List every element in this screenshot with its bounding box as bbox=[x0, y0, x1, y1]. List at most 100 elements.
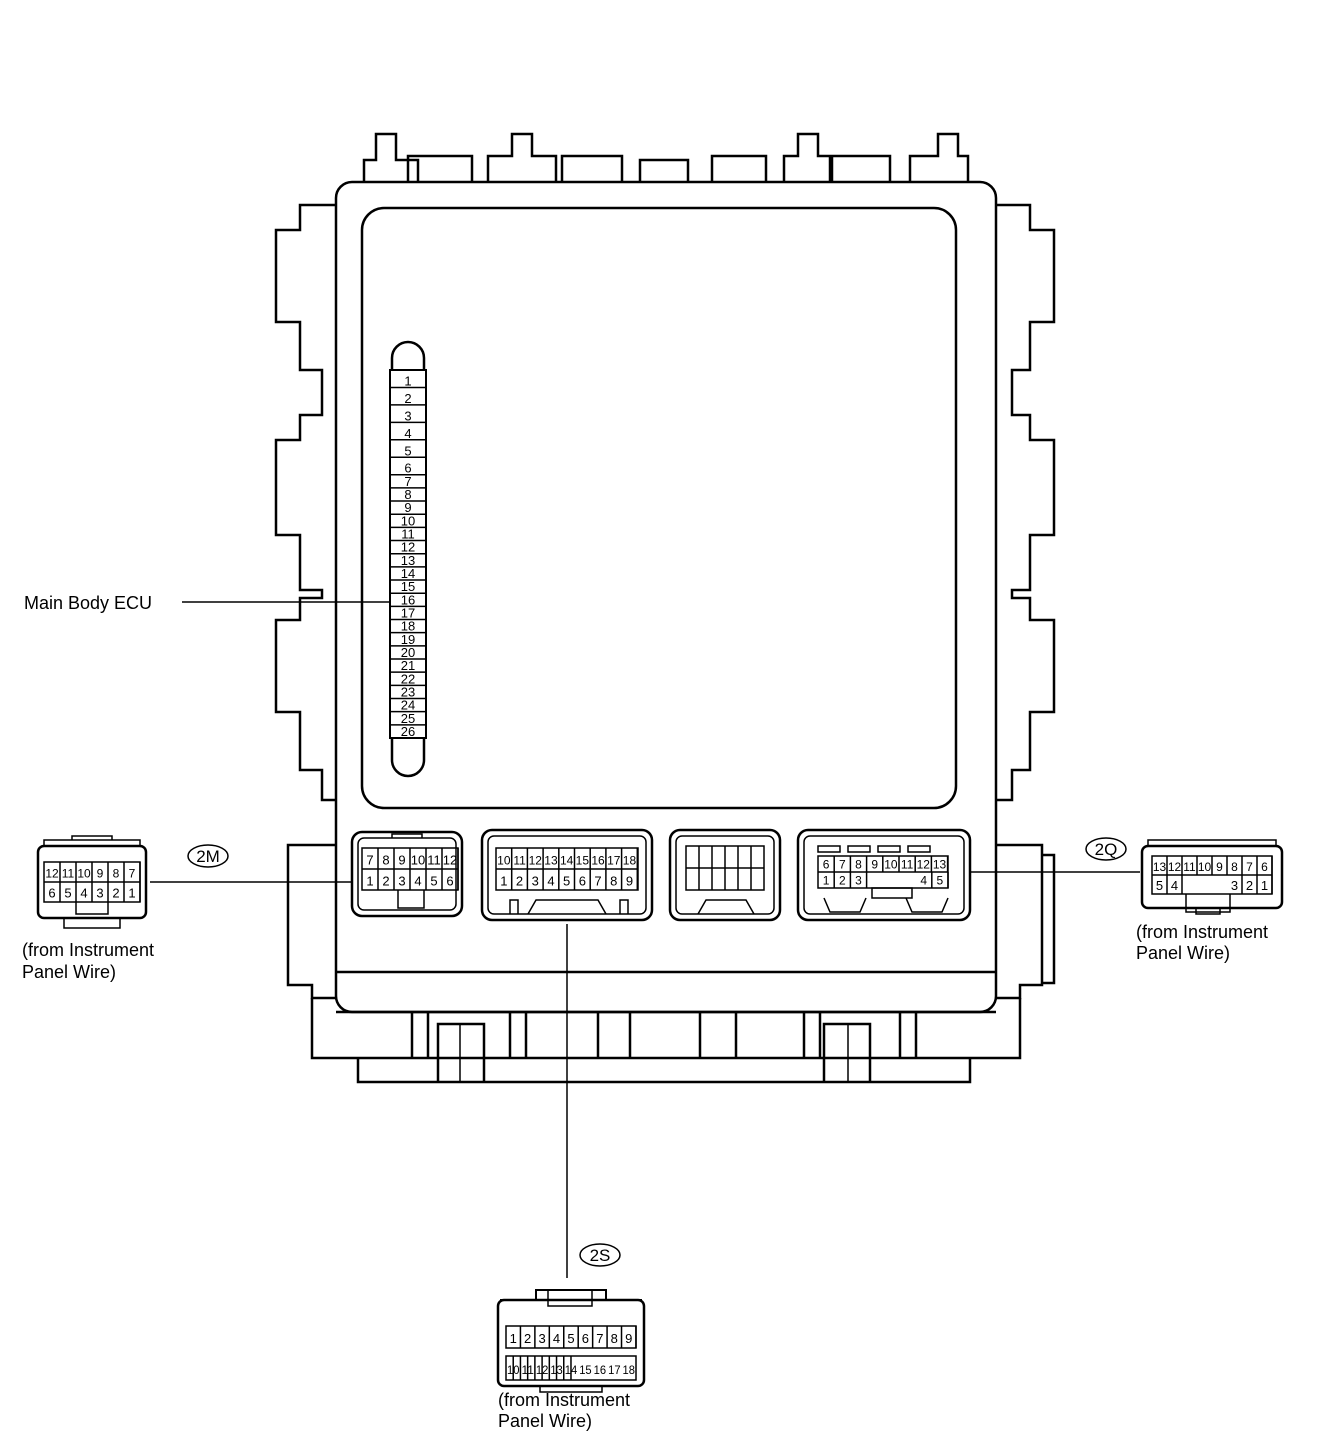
pin-cell: 4 bbox=[920, 873, 927, 887]
ecu-label: Main Body ECU bbox=[24, 593, 152, 613]
pin-cell: 13 bbox=[1153, 860, 1167, 874]
pin-cell: 12 bbox=[443, 852, 457, 867]
tag-bubble-2s bbox=[579, 1243, 621, 1267]
fuse-pin-number: 23 bbox=[401, 685, 415, 700]
fuse-pin-number: 9 bbox=[404, 500, 411, 515]
pin-cell: 8 bbox=[611, 1331, 618, 1346]
pin-cell: 9 bbox=[97, 867, 104, 881]
fuse-pin-number: 15 bbox=[401, 579, 415, 594]
fuse-pin-number: 13 bbox=[401, 553, 415, 568]
pin-cell: 11 bbox=[1183, 860, 1196, 874]
caption-2s-line1: (from Instrument bbox=[498, 1390, 630, 1410]
pin-cell: 2 bbox=[112, 886, 119, 901]
pin-cell: 5 bbox=[430, 873, 437, 888]
fuse-pin-number: 19 bbox=[401, 632, 415, 647]
pin-cell: 17 bbox=[608, 1363, 621, 1377]
pin-cell: 9 bbox=[871, 857, 878, 871]
pin-cell: 6 bbox=[1261, 860, 1268, 874]
pin-cell: 11 bbox=[901, 857, 914, 871]
pin-cell: 10 bbox=[507, 1363, 520, 1377]
tag-bubble-2q bbox=[1085, 837, 1127, 861]
pin-cell: 13 bbox=[544, 853, 558, 867]
pin-cell: 10 bbox=[497, 853, 511, 867]
pin-cell: 7 bbox=[129, 867, 136, 881]
top-tabs bbox=[362, 132, 970, 182]
fuse-pin-number: 24 bbox=[401, 698, 415, 713]
pin-cell: 2 bbox=[524, 1331, 531, 1346]
pin-cell: 9 bbox=[626, 873, 633, 888]
pin-cell: 4 bbox=[553, 1331, 560, 1346]
pin-cell: 12 bbox=[529, 853, 543, 867]
caption-2m-line1: (from Instrument bbox=[22, 940, 154, 960]
fuse-pin-number: 3 bbox=[404, 408, 411, 423]
pin-cell: 5 bbox=[1156, 878, 1163, 893]
tag-2m: 2M bbox=[196, 847, 220, 866]
fuse-pin-number: 10 bbox=[401, 513, 415, 528]
right-brackets bbox=[996, 203, 1056, 802]
bottom-rail bbox=[310, 998, 1022, 1060]
pin-cell: 1 bbox=[500, 873, 507, 888]
fuse-strip: 1234567891011121314151617181920212223242… bbox=[389, 340, 427, 778]
caption-2s-line2: Panel Wire) bbox=[498, 1411, 592, 1431]
pin-cell: 16 bbox=[591, 853, 605, 867]
fuse-pin-number: 26 bbox=[401, 724, 415, 739]
fuse-pin-number: 4 bbox=[404, 426, 411, 441]
pin-cell: 7 bbox=[366, 852, 373, 867]
pin-cell: 2 bbox=[839, 873, 846, 887]
pin-cell: 13 bbox=[550, 1363, 563, 1377]
fuse-pin-number: 21 bbox=[401, 658, 415, 673]
pin-cell: 12 bbox=[1168, 860, 1182, 874]
pin-cell: 6 bbox=[582, 1331, 589, 1346]
pin-cell: 10 bbox=[884, 857, 898, 871]
pin-cell: 5 bbox=[937, 873, 944, 887]
tag-2q: 2Q bbox=[1095, 840, 1118, 859]
pin-cell: 9 bbox=[625, 1331, 632, 1346]
pin-cell: 2 bbox=[1246, 878, 1253, 893]
pin-cell: 3 bbox=[96, 886, 103, 901]
fuse-pin-number: 6 bbox=[404, 461, 411, 476]
pin-cell: 9 bbox=[398, 852, 405, 867]
fuse-pin-number: 18 bbox=[401, 619, 415, 634]
pin-cell: 1 bbox=[128, 886, 135, 901]
fuse-pin-number: 25 bbox=[401, 711, 415, 726]
pin-cell: 10 bbox=[77, 867, 91, 881]
caption-2q-line2: Panel Wire) bbox=[1136, 943, 1230, 963]
pin-cell: 1 bbox=[1261, 878, 1268, 893]
pin-cell: 5 bbox=[567, 1331, 574, 1346]
pin-cell: 8 bbox=[610, 873, 617, 888]
pin-cell: 1 bbox=[510, 1331, 517, 1346]
pin-cell: 6 bbox=[446, 873, 453, 888]
pin-cell: 10 bbox=[1198, 860, 1212, 874]
pin-cell: 11 bbox=[513, 853, 526, 867]
fuse-pin-number: 16 bbox=[401, 592, 415, 607]
fuse-pin-number: 2 bbox=[404, 391, 411, 406]
fuse-pin-number: 12 bbox=[401, 540, 415, 555]
pin-cell: 18 bbox=[623, 853, 637, 867]
fuse-pin-number: 7 bbox=[404, 474, 411, 489]
pin-cell: 12 bbox=[536, 1363, 549, 1377]
pin-cell: 11 bbox=[427, 852, 441, 867]
pin-cell: 6 bbox=[823, 857, 830, 871]
pin-cell: 3 bbox=[1231, 878, 1238, 893]
ecu-housing bbox=[274, 132, 1056, 1084]
ecu-connector-blank bbox=[668, 828, 782, 922]
pin-cell: 14 bbox=[565, 1363, 578, 1377]
pin-cell: 17 bbox=[607, 853, 621, 867]
pin-cell: 4 bbox=[547, 873, 554, 888]
pin-cell: 7 bbox=[594, 873, 601, 888]
pin-cell: 11 bbox=[62, 867, 75, 881]
pin-cell: 6 bbox=[48, 886, 55, 901]
left-brackets bbox=[274, 203, 336, 802]
pin-cell: 13 bbox=[933, 857, 947, 871]
pin-cell: 1 bbox=[366, 873, 373, 888]
ecu-window bbox=[360, 206, 958, 810]
pin-cell: 8 bbox=[855, 857, 862, 871]
fuse-pin-number: 17 bbox=[401, 606, 415, 621]
pin-cell: 16 bbox=[594, 1363, 607, 1377]
pin-cell: 5 bbox=[563, 873, 570, 888]
